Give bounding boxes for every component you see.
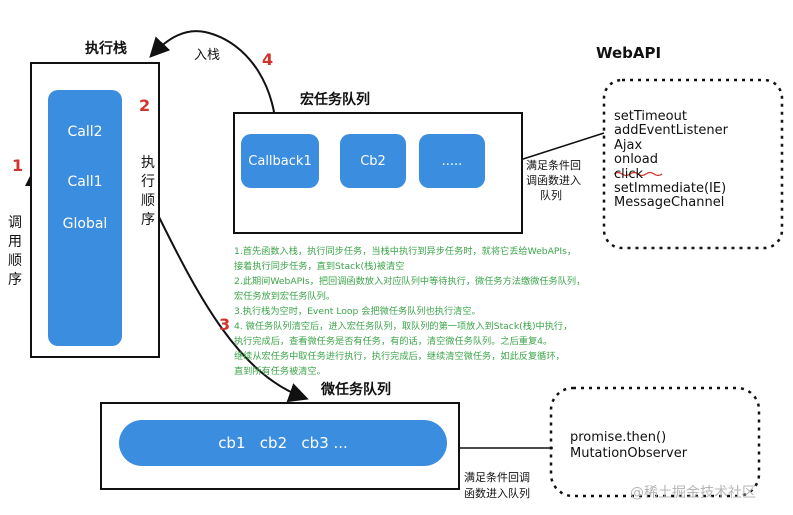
onload-underline (613, 171, 663, 177)
note-line: 3.执行栈为空时，Event Loop 会把微任务队列也执行清空。 (234, 306, 481, 317)
note-line: 继续从宏任务中取任务进行执行，执行完成后，继续清空微任务，如此反复循环， (234, 351, 565, 362)
note-line: 2.此期间WebAPIs，把回调函数放入对应队列中等待执行，微任务方法缴微任务队… (234, 276, 586, 287)
micro-condition-label: 满足条件回调 函数进入队列 (464, 470, 530, 502)
webapi-item-click: click (614, 166, 644, 182)
webapi-connector (519, 132, 605, 161)
webapi-item-onload: onload (614, 152, 658, 168)
macro-condition-line-2: 调函数进入 (526, 174, 581, 187)
macro-queue-title: 宏任务队列 (300, 92, 370, 108)
marker-4: 4 (262, 50, 274, 69)
stack-frame-call1: Call1 (67, 174, 103, 190)
webapi-item-settimeout: setTimeout (614, 109, 687, 124)
watermark: @稀土掘金技术社区 (630, 485, 756, 501)
push-stack-label: 入栈 (194, 48, 221, 63)
macro-condition-line-3: 队列 (540, 189, 562, 202)
micro-api-mutationobserver: MutationObserver (570, 446, 688, 461)
exec-stack-frames: Call2 Call1 Global (48, 90, 122, 346)
webapi-balloon (602, 78, 784, 250)
micro-condition-line-1: 满足条件回调 (464, 471, 530, 484)
micro-condition-line-2: 函数进入队列 (464, 487, 530, 500)
stack-frame-call2: Call2 (67, 124, 103, 140)
macro-item-cb2: Cb2 (340, 134, 406, 188)
macro-item-more: ..... (419, 134, 485, 188)
macro-condition-line-1: 满足条件回 (526, 159, 581, 172)
explanation-notes: 1.首先函数入栈，执行同步任务，当栈中执行到异步任务时，就将它丢给WebAPIs… (234, 244, 585, 379)
micro-api-promise-then: promise.then() (570, 430, 667, 445)
stack-frame-global: Global (62, 216, 108, 232)
webapi-item-messagechannel: MessageChannel (614, 195, 725, 211)
push-stack-arrow (149, 30, 278, 141)
webapi-list: setTimeout addEventListener Ajax onload … (614, 109, 729, 211)
marker-1: 1 (12, 156, 24, 175)
macro-item-callback1: Callback1 (241, 134, 319, 188)
micro-queue-items: cb1 cb2 cb3 ... (119, 420, 447, 466)
call-order-label: 调用顺序 (8, 215, 22, 288)
note-line: 1.首先函数入栈，执行同步任务，当栈中执行到异步任务时，就将它丢给WebAPIs… (234, 246, 577, 257)
macro-condition-label: 满足条件回 调函数进入 队列 (526, 158, 581, 203)
note-line: 执行完成后，查看微任务是否有任务，有的话，清空微任务队列。之后重复4。 (234, 336, 553, 347)
note-line: 接着执行同步任务，直到Stack(栈)被清空 (234, 261, 405, 272)
exec-order-label: 执行顺序 (141, 155, 155, 228)
note-line: 4. 微任务队列清空后，进入宏任务队列，取队列的第一项放入到Stack(栈)中执… (234, 321, 573, 332)
marker-2: 2 (139, 96, 151, 115)
micro-api-balloon (549, 386, 761, 498)
micro-api-list: promise.then() MutationObserver (570, 430, 687, 462)
webapi-item-addeventlistener: addEventListener (614, 123, 729, 139)
webapi-item-ajax: Ajax (614, 137, 643, 153)
webapi-item-setimmediate: setImmediate(IE) (614, 181, 727, 197)
marker-3: 3 (219, 315, 231, 334)
webapi-title: WebAPI (596, 44, 662, 62)
note-line: 宏任务放到宏任务队列。 (234, 291, 336, 302)
exec-stack-title: 执行栈 (85, 41, 127, 57)
note-line: 直到所有任务被清空。 (234, 366, 326, 377)
to-micro-queue-arrow (157, 214, 309, 403)
micro-queue-title: 微任务队列 (321, 382, 391, 398)
